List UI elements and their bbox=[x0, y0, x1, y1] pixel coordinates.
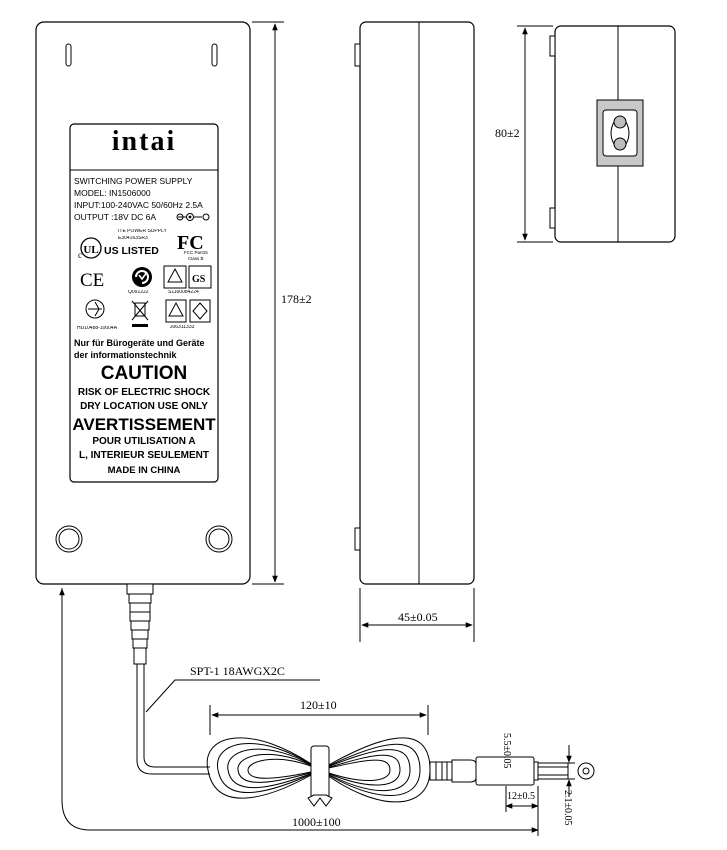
label-line-2: MODEL: IN1506000 bbox=[74, 189, 151, 198]
coil-label: 120±10 bbox=[300, 699, 337, 711]
pse-mark bbox=[85, 299, 105, 319]
ul-text-2: E304163SR3 bbox=[118, 236, 148, 241]
cable-leader bbox=[145, 679, 320, 713]
dc-plug bbox=[429, 756, 595, 786]
german-line-2: der informationstechnik bbox=[74, 351, 177, 360]
svg-text:CE: CE bbox=[80, 270, 104, 291]
cable-length-label: 1000±100 bbox=[292, 816, 341, 828]
fcc-text-2: Class B bbox=[188, 257, 204, 261]
ce-mark: CE bbox=[80, 270, 104, 291]
label-line-1: SWITCHING POWER SUPPLY bbox=[74, 177, 193, 186]
svg-text:GS: GS bbox=[192, 274, 206, 285]
plug-length-label: 12±0.5 bbox=[507, 792, 535, 802]
ac-inlet-socket bbox=[596, 99, 644, 167]
svg-text:UL: UL bbox=[83, 244, 98, 256]
top-slot-left bbox=[65, 43, 72, 67]
avertissement-heading: AVERTISSEMENT bbox=[72, 416, 216, 433]
label-line-4: OUTPUT :18V DC 6A bbox=[74, 213, 157, 222]
width-label: 80±2 bbox=[495, 127, 520, 139]
screw-hole-right bbox=[205, 525, 233, 553]
caution-heading: CAUTION bbox=[100, 364, 188, 383]
ul-logo: UL c bbox=[78, 237, 102, 260]
brand-logo: intai bbox=[111, 128, 177, 157]
ul-text-1: ITE POWER SUPPLY bbox=[118, 229, 167, 234]
adapter-side-view bbox=[359, 21, 475, 585]
strain-relief bbox=[126, 583, 154, 665]
c-tick-mark bbox=[132, 267, 152, 287]
caution-line-1: RISK OF ELECTRIC SHOCK bbox=[77, 388, 211, 398]
cable-tie bbox=[307, 745, 333, 807]
weee-bin-icon bbox=[131, 300, 149, 327]
saa-mark bbox=[165, 299, 211, 323]
svg-text:FC: FC bbox=[177, 232, 204, 254]
made-in: MADE IN CHINA bbox=[107, 466, 181, 476]
polarity-icon bbox=[176, 213, 210, 221]
cert-code-3: HU10488-10004A bbox=[77, 326, 118, 331]
avert-line-1: POUR UTILISATION A bbox=[92, 437, 196, 447]
fcc-text-1: FCC Part15 bbox=[184, 251, 208, 255]
svg-text:c: c bbox=[78, 250, 82, 260]
cable-type-label: SPT-1 18AWGX2C bbox=[190, 665, 285, 677]
screw-hole-left bbox=[55, 525, 83, 553]
german-line-1: Nur für Bürogeräte und Geräte bbox=[74, 339, 205, 348]
tuv-gs-mark: GS bbox=[163, 265, 212, 289]
cert-code-2: S1160084224 bbox=[168, 290, 199, 295]
avert-line-2: L, INTERIEUR SEULEMENT bbox=[78, 451, 209, 461]
cert-code-1: Q091222 bbox=[128, 290, 149, 295]
cert-code-4: J06311333 bbox=[170, 325, 195, 330]
length-label: 178±2 bbox=[281, 293, 312, 305]
ul-listed: US LISTED bbox=[104, 246, 159, 257]
fcc-logo: FC bbox=[177, 232, 204, 254]
top-slot-right bbox=[211, 43, 218, 67]
plug-od-label: 5.5±0.05 bbox=[501, 733, 511, 769]
caution-line-2: DRY LOCATION USE ONLY bbox=[80, 402, 208, 412]
plug-id-label: 2.1±0.05 bbox=[562, 790, 572, 826]
output-cable bbox=[136, 664, 210, 775]
thickness-label: 45±0.05 bbox=[398, 611, 438, 623]
label-line-3: INPUT:100-240VAC 50/60Hz 2.5A bbox=[74, 201, 203, 210]
